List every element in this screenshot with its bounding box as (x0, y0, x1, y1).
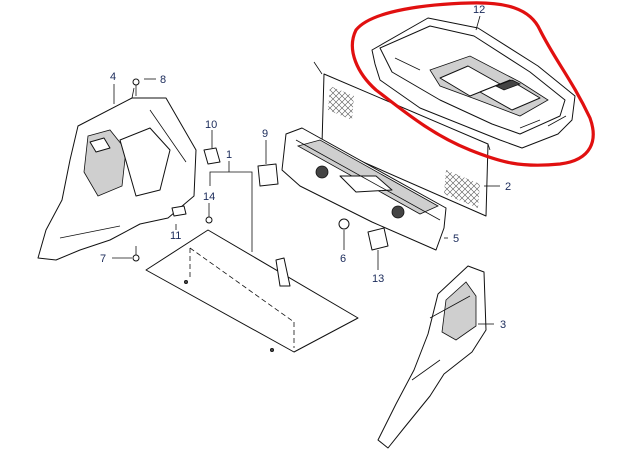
right-quarter-trim-part-3 (377, 265, 487, 449)
luggage-board-part-1 (145, 229, 359, 353)
nut-part-6 (338, 218, 350, 230)
parcel-tray-part-12 (371, 17, 576, 149)
clip-part-9 (257, 163, 279, 187)
clip-part-10 (203, 147, 221, 165)
callout-8: 8 (160, 74, 166, 86)
highlight-circle (350, 1, 595, 167)
leader-lines (112, 15, 500, 325)
callout-5: 5 (453, 233, 459, 245)
clip-part-13 (367, 227, 389, 251)
sill-trim-part-5 (281, 127, 447, 251)
callout-10: 10 (205, 119, 217, 131)
callout-9: 9 (262, 128, 268, 140)
cargo-net-part-2 (313, 61, 491, 217)
callout-2: 2 (505, 181, 511, 193)
callout-7: 7 (100, 253, 106, 265)
callout-1: 1 (226, 149, 232, 161)
callout-11: 11 (170, 230, 181, 242)
clip-part-11 (171, 205, 187, 217)
callout-6: 6 (340, 253, 346, 265)
left-quarter-trim-part-4 (37, 87, 197, 261)
callout-12: 12 (473, 4, 485, 16)
callout-4: 4 (110, 71, 116, 83)
callout-14: 14 (203, 191, 215, 203)
screw-part-8 (132, 78, 140, 96)
clip-part-14 (205, 216, 213, 224)
screw-part-7 (132, 246, 140, 262)
callout-labels: 1 2 3 4 5 6 7 8 9 10 11 12 13 14 (100, 4, 511, 331)
callout-3: 3 (500, 319, 506, 331)
callout-13: 13 (372, 273, 384, 285)
